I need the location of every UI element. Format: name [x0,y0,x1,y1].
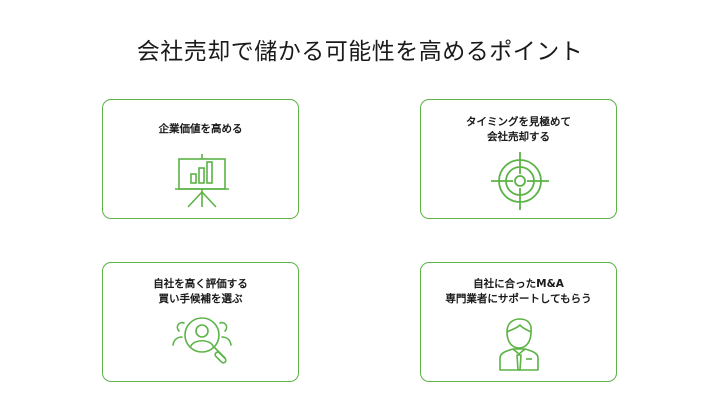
businessman-icon [498,318,540,372]
point-card-buyer-selection: 自社を高く評価する 買い手候補を選ぶ [102,262,299,382]
point-card-ma-advisor: 自社に合ったM&A 専門業者にサポートしてもらう [420,262,617,382]
point-card-enterprise-value: 企業価値を高める [102,99,299,219]
card-title: 自社に合ったM&A 専門業者にサポートしてもらう [445,278,592,305]
presentation-chart-icon [175,154,229,210]
page-title: 会社売却で儲かる可能性を高めるポイント [136,39,584,65]
target-crosshair-icon [491,152,549,210]
card-title: タイミングを見極めて 会社売却する [466,116,571,143]
card-title: 自社を高く評価する 買い手候補を選ぶ [153,278,248,305]
point-card-timing: タイミングを見極めて 会社売却する [420,99,617,219]
card-title: 企業価値を高める [158,123,243,135]
people-search-icon [169,315,235,365]
